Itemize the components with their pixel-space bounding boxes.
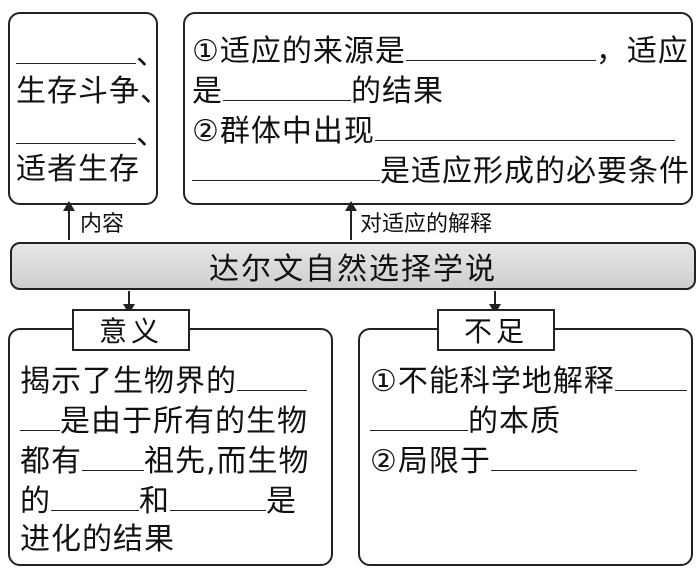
explanation-box — [183, 12, 693, 205]
separator: 、 — [136, 117, 167, 152]
significance-text: 都有 — [20, 444, 82, 479]
significance-line-4: 的和是 — [20, 480, 297, 522]
content-line-3: 、 — [16, 113, 167, 155]
blank — [490, 440, 637, 471]
significance-box — [8, 328, 333, 566]
title-banner: 达尔文自然选择学说 — [10, 242, 696, 290]
shortcoming-tag: 不足 — [437, 309, 555, 351]
explanation-label: 对适应的解释 — [360, 212, 493, 237]
content-arrow-up — [63, 201, 75, 240]
significance-line-3: 都有 祖先,而生物 — [20, 440, 310, 482]
significance-line-2: 是由于所有的生物 — [20, 400, 308, 442]
blank — [82, 440, 144, 471]
content-line-4: 适者生存 — [16, 152, 140, 187]
blank — [405, 30, 596, 61]
explanation-line-4: 是适应形成的必要条件 — [192, 150, 690, 192]
explanation-text: 是 — [192, 74, 223, 109]
content-line-1: 、 — [16, 33, 167, 75]
blank — [614, 360, 687, 391]
significance-text: 揭示了生物界的 — [20, 364, 237, 399]
shortcoming-text: ②局限于 — [370, 444, 491, 479]
blank — [374, 110, 675, 141]
significance-arrow-down — [123, 291, 135, 314]
explanation-text: 是适应形成的必要条件 — [380, 154, 690, 189]
shortcoming-line-2: 的本质 — [370, 400, 561, 442]
explanation-line-3: ②群体中出现 — [192, 110, 675, 152]
blank — [20, 400, 60, 431]
explanation-arrow-up — [345, 201, 357, 240]
explanation-text: 的结果 — [351, 74, 444, 109]
shortcoming-box — [358, 328, 693, 566]
explanation-text: ①适应的来源是 — [192, 34, 406, 69]
significance-line-1: 揭示了生物界的 — [20, 360, 307, 402]
explanation-line-1: ①适应的来源是 ，适应 — [192, 30, 689, 72]
significance-text: 和 — [139, 484, 170, 519]
blank — [192, 150, 380, 181]
blank — [223, 70, 351, 101]
significance-text: 是由于所有的生物 — [60, 404, 308, 439]
explanation-text: ②群体中出现 — [192, 114, 375, 149]
shortcoming-tag-label: 不足 — [463, 315, 528, 348]
blank — [51, 480, 139, 511]
content-label: 内容 — [80, 212, 125, 237]
significance-line-5: 进化的结果 — [20, 522, 175, 557]
blank — [237, 360, 307, 391]
diagram-title: 达尔文自然选择学说 — [209, 252, 497, 287]
separator: 、 — [136, 37, 167, 72]
blank — [370, 400, 468, 431]
shortcoming-line-3: ②局限于 — [370, 440, 637, 482]
explanation-text: ，适应 — [595, 34, 689, 69]
blank — [16, 113, 136, 144]
content-line-2: 生存斗争、 — [16, 74, 171, 109]
significance-text: 是 — [266, 484, 297, 519]
shortcoming-text: 的本质 — [468, 404, 561, 439]
significance-tag: 意义 — [72, 309, 190, 351]
shortcoming-arrow-down — [489, 291, 501, 314]
content-box — [8, 12, 158, 205]
significance-text: 的 — [20, 484, 51, 519]
shortcoming-text: ①不能科学地解释 — [370, 364, 615, 399]
blank — [16, 33, 136, 64]
explanation-line-2: 是 的结果 — [192, 70, 444, 112]
blank — [170, 480, 266, 511]
significance-text: 祖先,而生物 — [144, 444, 310, 479]
significance-tag-label: 意义 — [98, 315, 163, 348]
shortcoming-line-1: ①不能科学地解释 — [370, 360, 687, 402]
